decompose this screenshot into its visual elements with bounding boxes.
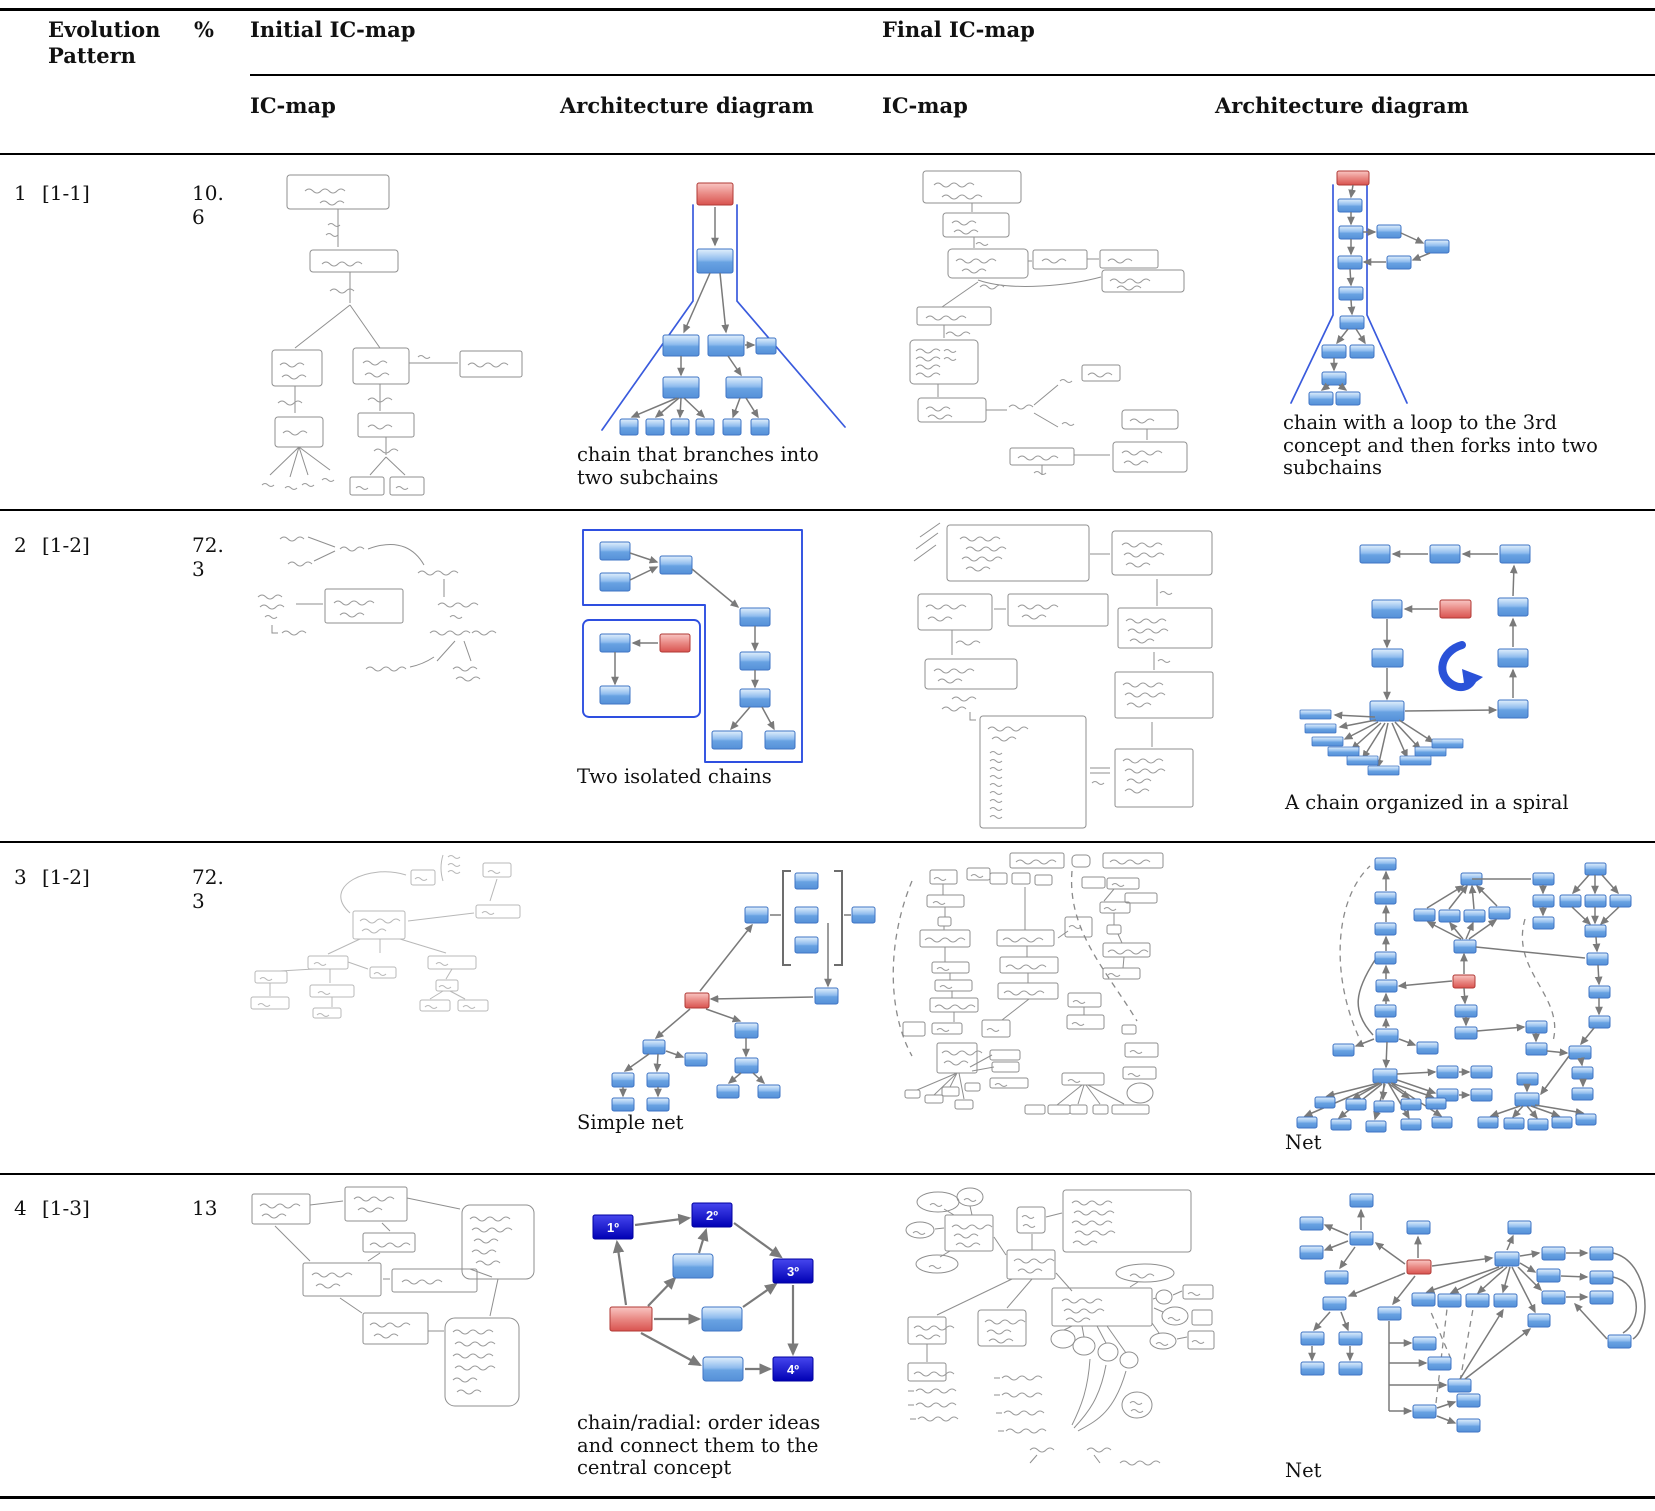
row-2-final-arch-caption: A chain organized in a spiral <box>1285 791 1569 814</box>
row-2-index: 2 <box>14 533 27 557</box>
row-4-initial-arch-caption: chain/radial: order ideas and connect th… <box>577 1411 821 1480</box>
row-1-pattern: [1-1] <box>42 181 90 205</box>
row-3-pattern: [1-2] <box>42 865 90 889</box>
row-1-final-icmap-sketch <box>909 170 1188 475</box>
rule-under-subheader <box>0 153 1655 155</box>
row-4-final-architecture-diagram <box>1299 1193 1646 1433</box>
header-initial-icmap-group: Initial IC-map <box>250 17 416 42</box>
row-2-percent: 72. 3 <box>192 533 224 581</box>
seq-label-1: 1º <box>607 1220 619 1235</box>
row-4-percent: 13 <box>192 1196 218 1220</box>
seq-label-3: 3º <box>787 1264 799 1279</box>
row-2-final-architecture-diagram <box>1299 544 1531 776</box>
row-1-initial-architecture-diagram <box>601 182 846 436</box>
row-4-final-arch-caption: Net <box>1285 1459 1322 1482</box>
row-3-percent: 72. 3 <box>192 865 224 913</box>
row-3-final-architecture-diagram <box>1296 857 1632 1133</box>
row-2-initial-architecture-diagram <box>582 529 803 763</box>
row-1-index: 1 <box>14 181 27 205</box>
row-2-initial-icmap-sketch <box>257 536 497 682</box>
rule-bottom <box>0 1496 1655 1499</box>
rule-under-groups <box>250 74 1655 76</box>
subheader-arch-initial: Architecture diagram <box>560 93 814 118</box>
row-3-final-arch-caption: Net <box>1285 1131 1322 1154</box>
row-2-initial-arch-caption: Two isolated chains <box>577 765 772 788</box>
row-3-final-icmap-sketch <box>892 852 1164 1115</box>
rule-row2 <box>0 841 1655 843</box>
row-3-index: 3 <box>14 865 27 889</box>
row-1-final-architecture-diagram <box>1290 170 1450 406</box>
row-2-final-icmap-sketch <box>913 522 1214 829</box>
row-4-index: 4 <box>14 1196 27 1220</box>
subheader-icmap-final: IC-map <box>882 93 968 118</box>
row-4-pattern: [1-3] <box>42 1196 90 1220</box>
row-1-final-arch-caption: chain with a loop to the 3rd concept and… <box>1283 411 1598 480</box>
header-percent: % <box>194 17 214 42</box>
row-2-pattern: [1-2] <box>42 533 90 557</box>
spiral-arrowhead <box>1462 669 1483 690</box>
row-4-initial-architecture-diagram: 1º 2º 3º 4º <box>592 1202 814 1382</box>
subheader-icmap-initial: IC-map <box>250 93 336 118</box>
row-1-percent: 10. 6 <box>192 181 224 229</box>
rule-row3 <box>0 1173 1655 1175</box>
row-3-initial-icmap-sketch <box>250 854 521 1019</box>
row-4-initial-icmap-sketch <box>251 1186 535 1407</box>
row-4-final-icmap-sketch <box>905 1187 1215 1466</box>
row-1-initial-arch-caption: chain that branches into two subchains <box>577 443 819 489</box>
row-3-initial-architecture-diagram <box>611 870 876 1112</box>
seq-label-2: 2º <box>706 1208 718 1223</box>
subheader-arch-final: Architecture diagram <box>1215 93 1469 118</box>
rule-row1 <box>0 509 1655 511</box>
header-evolution-pattern: Evolution Pattern <box>48 17 161 69</box>
row-1-initial-icmap-sketch <box>261 174 523 496</box>
row-3-initial-arch-caption: Simple net <box>577 1111 684 1134</box>
rule-top <box>0 8 1655 11</box>
seq-label-4: 4º <box>787 1362 799 1377</box>
header-final-icmap-group: Final IC-map <box>882 17 1035 42</box>
